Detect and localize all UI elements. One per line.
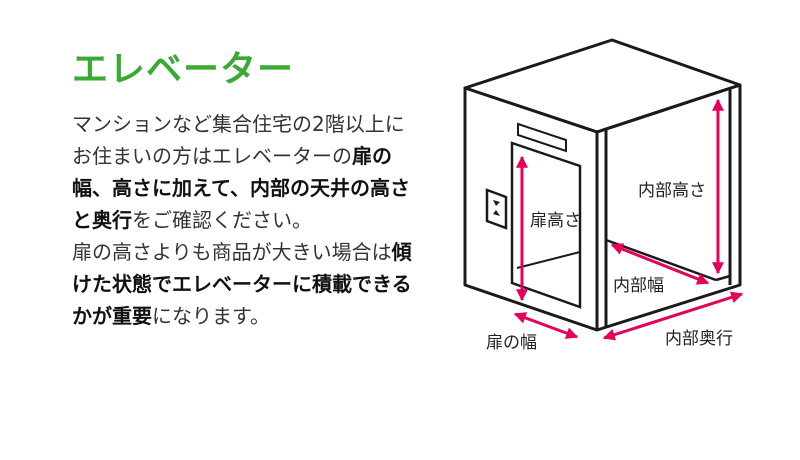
description-p2-emphasis: 傾けた状態でエレベーターに積載できるかが重要 [72,240,412,328]
interior-depth-arrow [602,291,744,341]
call-button-panel [485,188,508,230]
description-p1-segment: マンションなど集合住宅の2階以上にお住まいの方はエレベーターの [72,112,405,168]
elevator-diagram: 扉高さ 内部高さ 内部幅 扉の幅 内部奥行 [463,38,744,353]
door-width-arrow [513,312,579,339]
interior-depth-label: 内部奥行 [665,329,733,349]
door-height-label: 扉高さ [530,211,581,231]
interior-width-label: 内部幅 [613,276,664,296]
elevator-cabin-outline [463,38,742,332]
description-p2-segment: になります。 [152,304,270,328]
description-paragraph-1: マンションなど集合住宅の2階以上にお住まいの方はエレベーターの扉の幅、高さに加え… [72,108,424,236]
description-paragraph-2: 扉の高さよりも商品が大きい場合は傾けた状態でエレベーターに積載できるかが重要にな… [72,236,424,332]
page-title: エレベーター [72,49,295,90]
description-p1-emphasis: 扉の幅、高さに加えて、内部の天井の高さと奥行 [72,144,410,232]
description-p2-segment: 扉の高さよりも商品が大きい場合は [72,240,392,264]
dimension-arrows [513,98,744,341]
interior-width-arrow [610,243,710,285]
description-p1-segment: をご確認ください。 [132,208,312,232]
door-width-label: 扉の幅 [486,333,537,353]
interior-height-label: 内部高さ [638,181,706,201]
description-text: マンションなど集合住宅の2階以上にお住まいの方はエレベーターの扉の幅、高さに加え… [72,108,424,332]
